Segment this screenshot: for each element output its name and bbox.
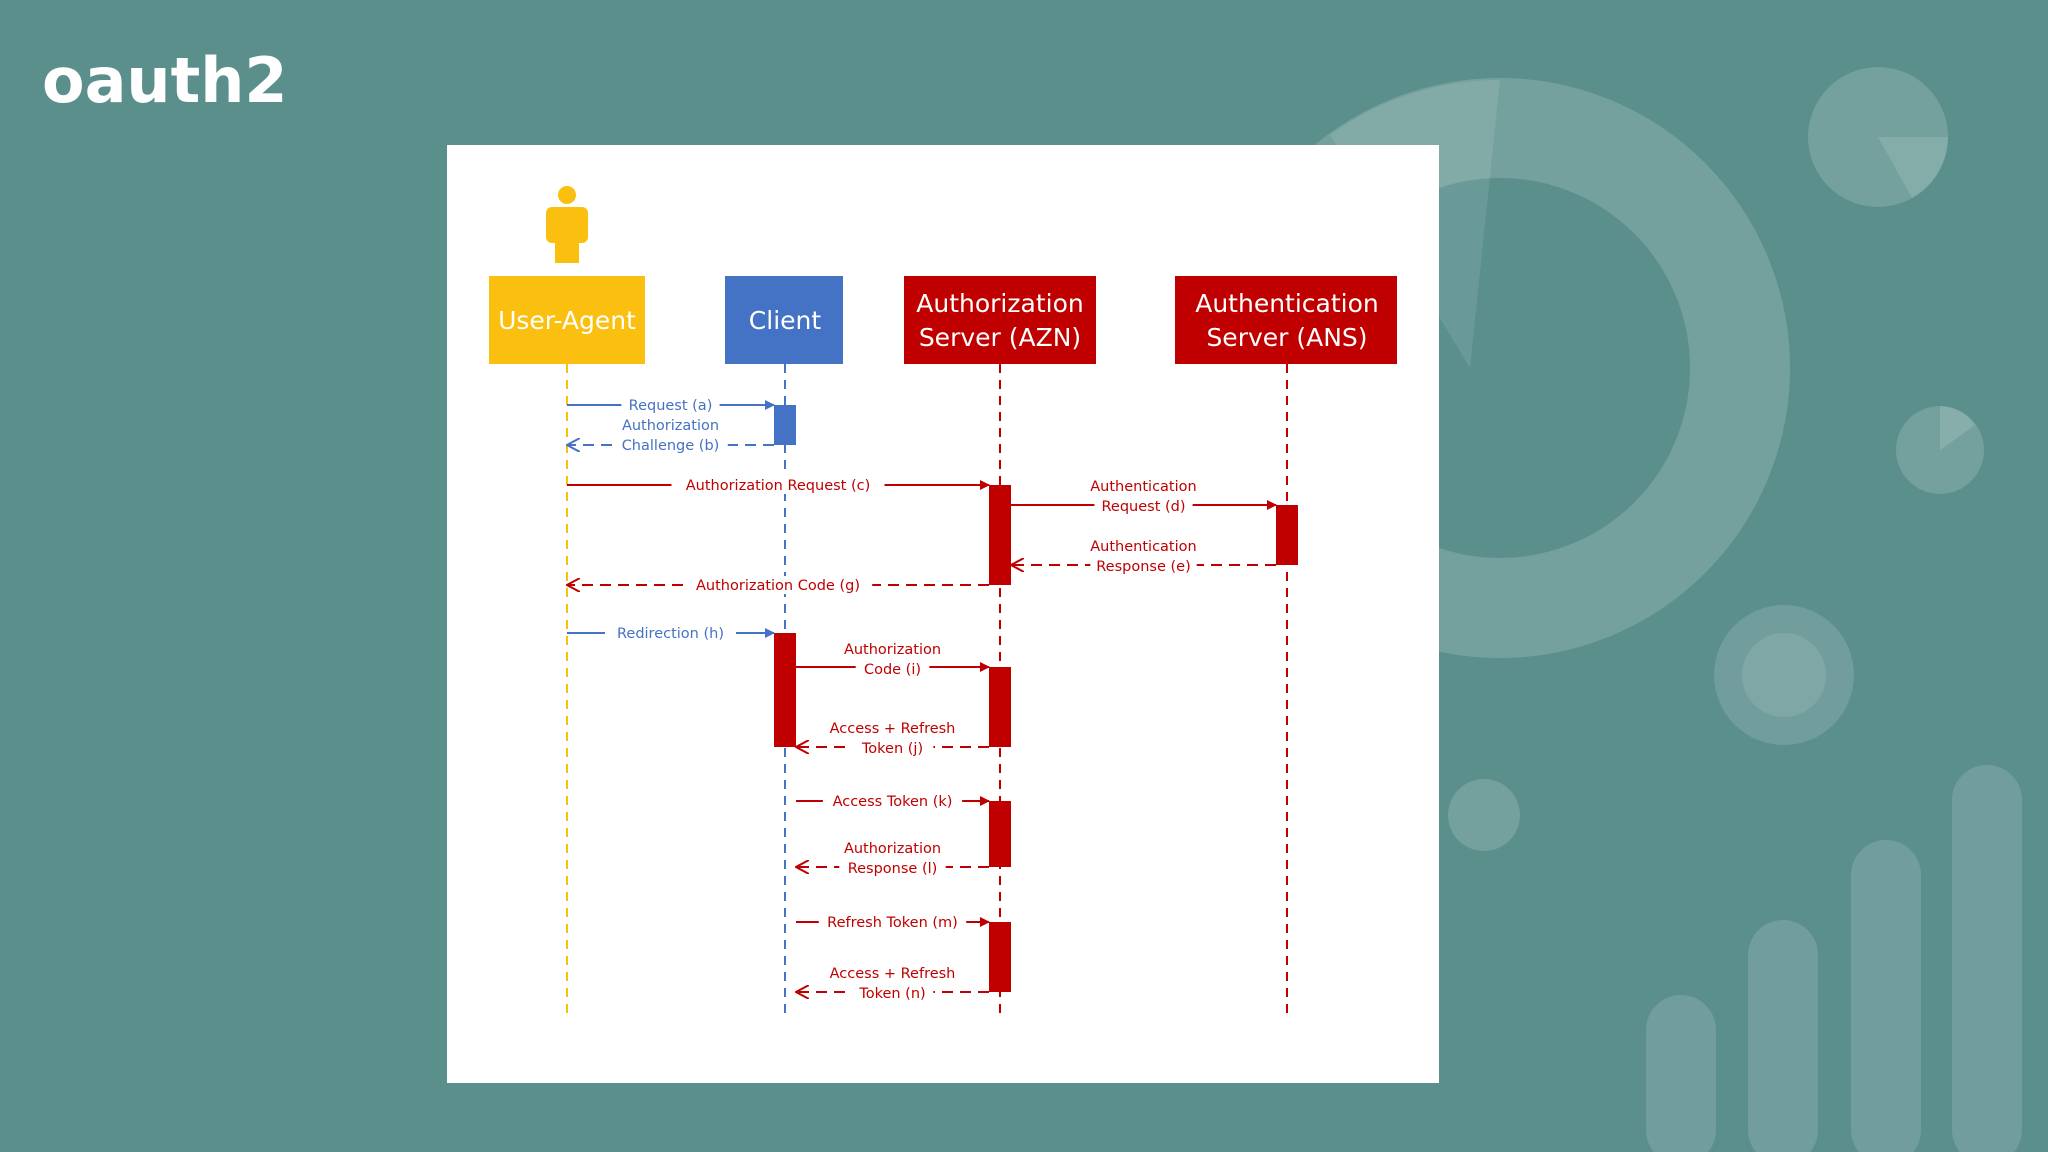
message-label-c: Authorization Request (c) bbox=[686, 478, 871, 494]
message-label-n: Access + Refresh bbox=[830, 966, 956, 982]
message-g: Authorization Code (g) bbox=[567, 576, 989, 594]
actor-label-client: Client bbox=[749, 306, 822, 335]
actor-label-azn: Server (AZN) bbox=[919, 323, 1081, 352]
message-label-bg bbox=[822, 964, 963, 982]
message-label-bg bbox=[613, 436, 728, 454]
message-label-bg bbox=[851, 739, 934, 757]
message-label-e: Authentication bbox=[1090, 539, 1196, 555]
activation-azn-4 bbox=[989, 667, 1011, 747]
activation-azn-1 bbox=[989, 485, 1011, 585]
slide-title: oauth2 bbox=[42, 44, 288, 117]
message-label-bg bbox=[683, 576, 873, 594]
message-label-e: Response (e) bbox=[1096, 559, 1190, 575]
message-label-g: Authorization Code (g) bbox=[696, 578, 860, 594]
message-label-bg bbox=[671, 476, 885, 494]
message-label-m: Refresh Token (m) bbox=[827, 915, 958, 931]
message-label-k: Access Token (k) bbox=[833, 794, 953, 810]
message-label-n: Token (n) bbox=[858, 986, 925, 1002]
message-h: Redirection (h) bbox=[567, 624, 775, 642]
message-label-i: Authorization bbox=[844, 642, 941, 658]
message-label-bg bbox=[851, 984, 934, 1002]
activation-client-0 bbox=[774, 405, 796, 445]
message-label-bg bbox=[822, 792, 963, 810]
actor-label-ans: Server (ANS) bbox=[1206, 323, 1367, 352]
message-label-bg bbox=[1090, 557, 1197, 575]
activation-azn-6 bbox=[989, 922, 1011, 992]
user-agent-person-icon bbox=[546, 186, 588, 263]
actor-box-client bbox=[725, 276, 843, 364]
actor-box-ans bbox=[1175, 276, 1397, 364]
actor-label-ans: Authentication bbox=[1195, 289, 1379, 318]
actor-ua: User-Agent bbox=[489, 276, 645, 364]
message-label-bg bbox=[1094, 497, 1193, 515]
message-label-bg bbox=[613, 416, 728, 434]
message-label-bg bbox=[855, 660, 930, 678]
message-label-bg bbox=[835, 640, 950, 658]
message-label-bg bbox=[818, 913, 967, 931]
message-k: Access Token (k) bbox=[796, 792, 990, 810]
message-label-bg bbox=[835, 839, 950, 857]
message-a: Request (a) bbox=[567, 396, 775, 414]
message-label-d: Authentication bbox=[1090, 479, 1196, 495]
message-c: Authorization Request (c) bbox=[567, 476, 990, 494]
message-label-bg bbox=[1082, 537, 1205, 555]
message-label-b: Authorization bbox=[622, 418, 719, 434]
message-label-bg bbox=[1082, 477, 1205, 495]
actor-label-azn: Authorization bbox=[916, 289, 1083, 318]
message-label-j: Token (j) bbox=[861, 741, 923, 757]
message-m: Refresh Token (m) bbox=[796, 913, 990, 931]
message-label-l: Authorization bbox=[844, 841, 941, 857]
message-label-bg bbox=[822, 719, 963, 737]
message-label-bg bbox=[605, 624, 736, 642]
actor-box-azn bbox=[904, 276, 1096, 364]
activation-ans-2 bbox=[1276, 505, 1298, 565]
message-label-b: Challenge (b) bbox=[622, 438, 720, 454]
activation-azn-5 bbox=[989, 801, 1011, 867]
message-label-h: Redirection (h) bbox=[617, 626, 724, 642]
message-label-a: Request (a) bbox=[629, 398, 713, 414]
message-label-l: Response (l) bbox=[848, 861, 938, 877]
activation-client-3 bbox=[774, 633, 796, 747]
message-label-j: Access + Refresh bbox=[830, 721, 956, 737]
actor-box-ua bbox=[489, 276, 645, 364]
actor-client: Client bbox=[725, 276, 843, 364]
message-label-bg bbox=[839, 859, 946, 877]
message-label-d: Request (d) bbox=[1101, 499, 1185, 515]
message-label-i: Code (i) bbox=[864, 662, 921, 678]
actor-label-ua: User-Agent bbox=[498, 306, 636, 335]
message-label-bg bbox=[621, 396, 720, 414]
